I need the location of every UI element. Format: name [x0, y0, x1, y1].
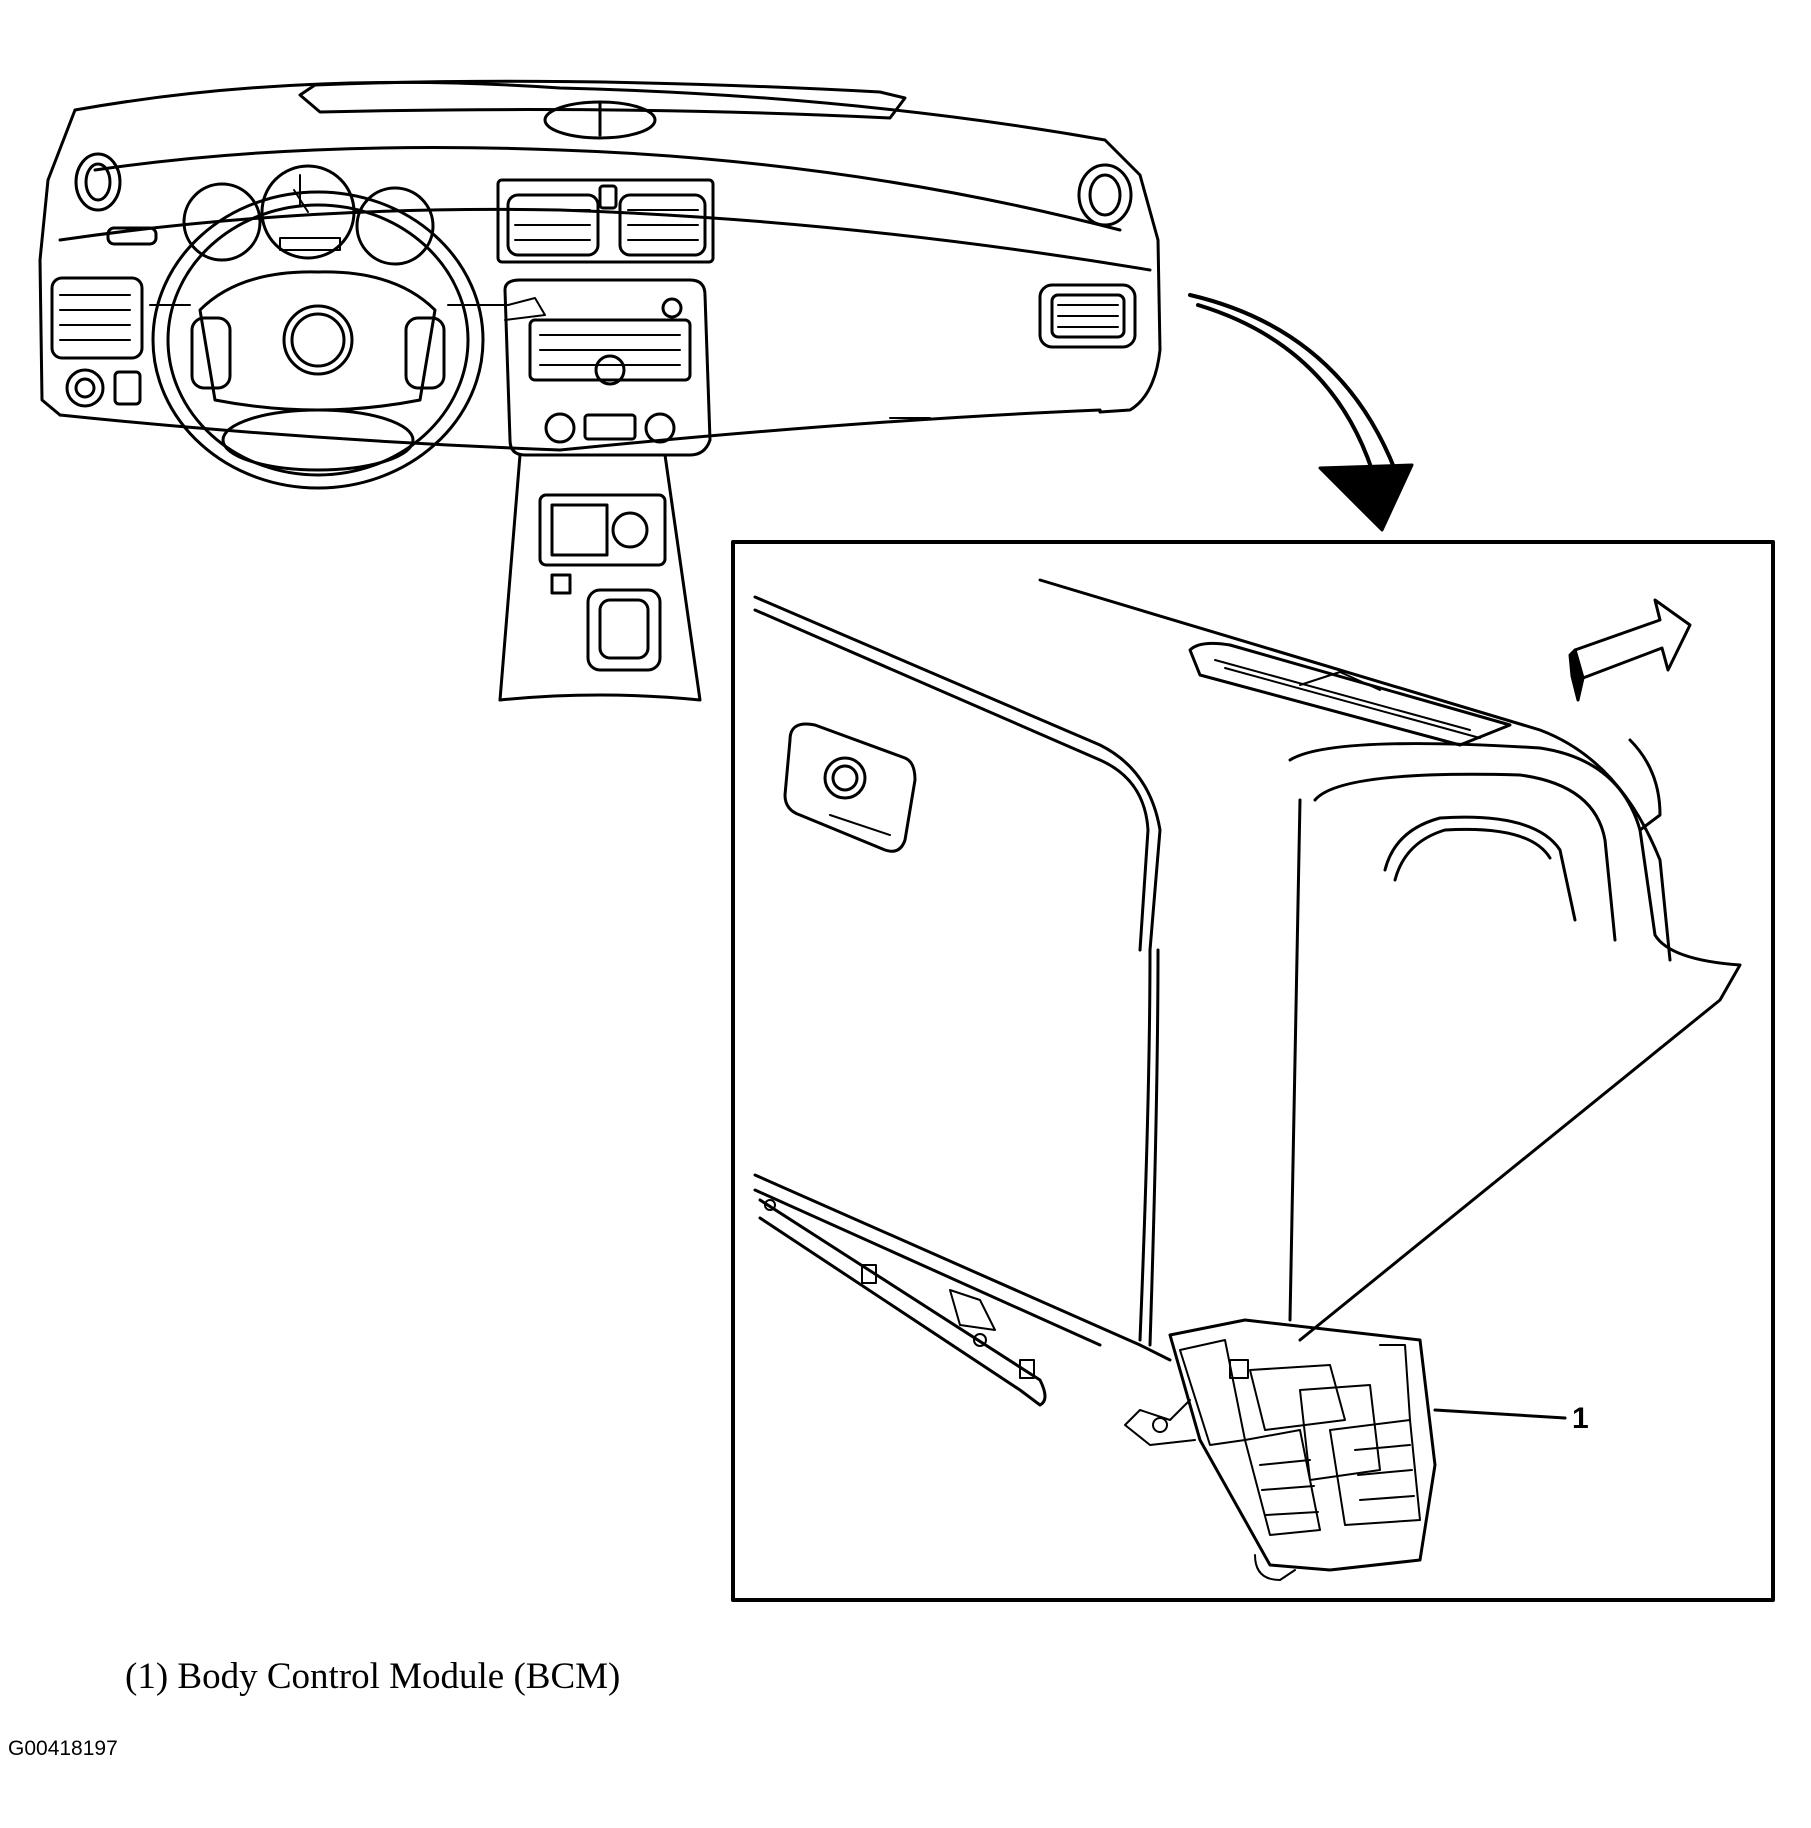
bcm-module [1124, 1318, 1437, 1581]
detail-view-frame [731, 540, 1775, 1602]
passenger-dash-detail [753, 578, 1742, 1407]
callout-1-number: 1 [1572, 1402, 1589, 1435]
curved-pointer-arrow-icon [1188, 293, 1414, 532]
callout-1-leader-line [1433, 1408, 1567, 1420]
forward-direction-arrow-icon [1568, 598, 1692, 702]
figure-id: G00418197 [8, 1737, 118, 1760]
callout-1: 1 [1433, 1402, 1589, 1435]
instrument-panel-overview [38, 79, 1162, 702]
legend-caption: (1) Body Control Module (BCM) [125, 1656, 621, 1697]
